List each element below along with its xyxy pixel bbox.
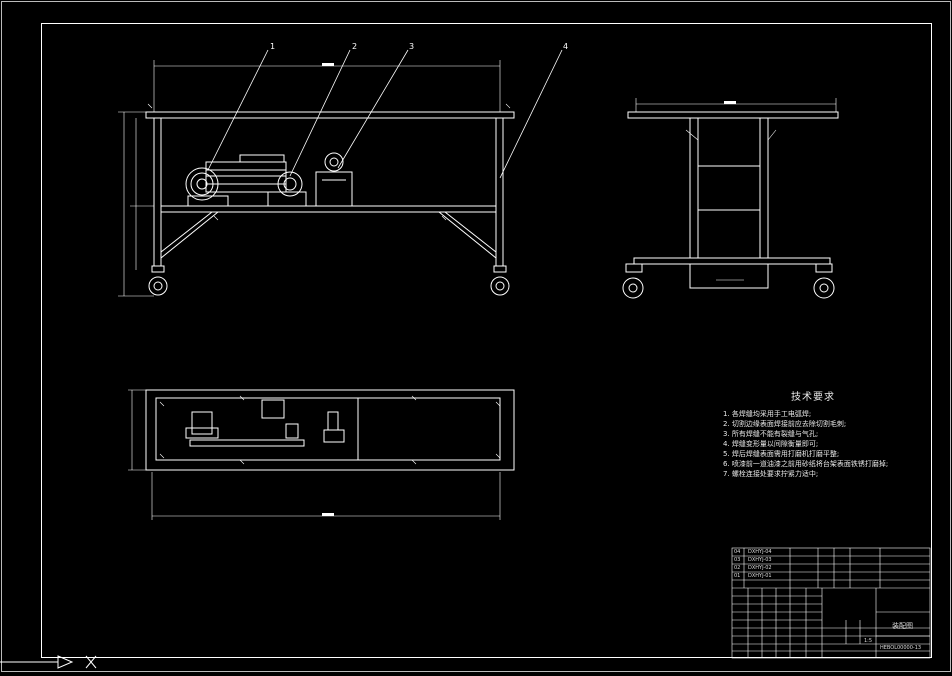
callout-1: 1 [270,42,275,51]
requirement-item: 4. 焊缝变形量以间隙衡量即可; [723,440,819,448]
parts-code: DXHYJ-04 [748,549,772,555]
callout-leaders [207,49,563,179]
requirement-item: 7. 螺栓连接处要求拧紧力适中; [723,470,819,478]
title-block-grid [731,547,931,659]
parts-code: DXHYJ-01 [748,573,772,579]
drawing-number: HEBOL00000-13 [880,645,922,651]
requirement-item: 3. 所有焊缝不能有裂缝与气孔; [723,430,819,438]
parts-no: 02 [734,565,741,571]
parts-code: DXHYJ-03 [748,557,772,563]
requirement-item: 2. 切割边缘表面焊接前应去除切割毛刺; [723,420,847,428]
parts-no: 03 [734,557,741,563]
parts-code: DXHYJ-02 [748,565,772,571]
requirement-item: 6. 喷漆前一道油漆之前用砂纸将台架表面铁锈打磨掉; [723,460,889,468]
side-view [622,98,839,299]
parts-no: 01 [734,573,741,579]
drawing-name: 装配图 [892,622,913,630]
callout-labels: 1 2 3 4 [270,42,568,51]
callout-4: 4 [563,42,568,51]
scale: 1:5 [864,638,873,644]
top-view [128,389,515,520]
requirement-item: 1. 各焊缝均采用手工电弧焊; [723,410,812,418]
callout-2: 2 [352,42,357,51]
parts-no: 04 [734,549,741,555]
technical-requirements: 技术要求 1. 各焊缝均采用手工电弧焊; 2. 切割边缘表面焊接前应去除切割毛刺… [723,393,933,479]
requirement-item: 5. 焊后焊缝表面需用打磨机打磨平整; [723,450,840,458]
front-view [118,60,515,297]
callout-3: 3 [409,42,414,51]
technical-requirements-title: 技术要求 [791,392,835,403]
